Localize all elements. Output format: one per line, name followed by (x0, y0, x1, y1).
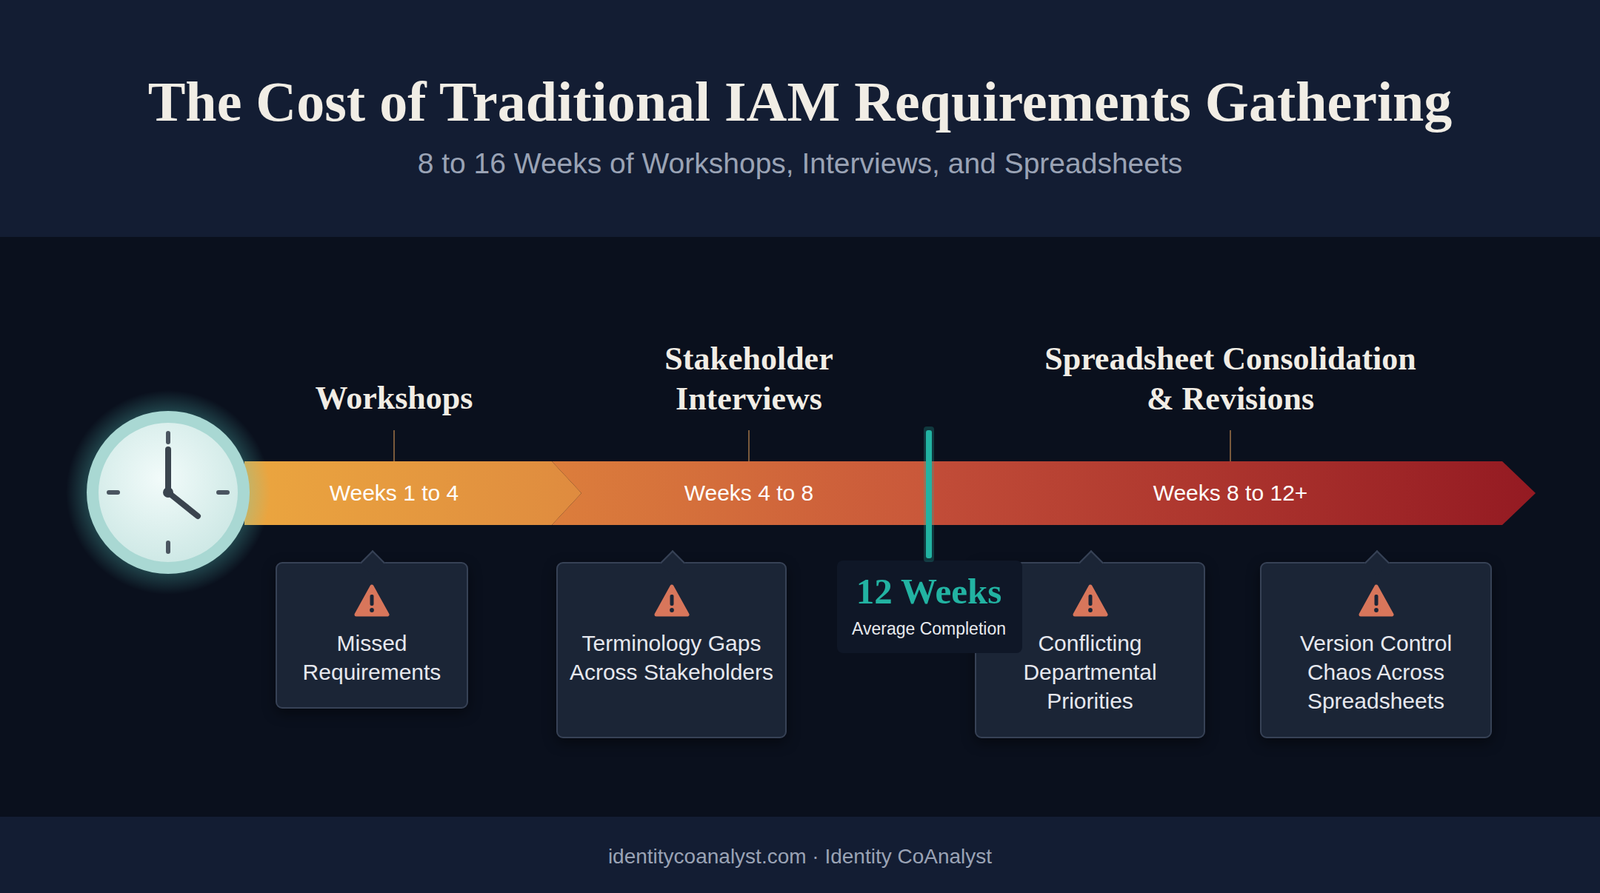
timeline-phase: Spreadsheet Consolidation & RevisionsWee… (928, 333, 1536, 526)
issue-text: Missed Requirements (285, 628, 458, 687)
warning-triangle (656, 586, 688, 615)
callout-pointer (360, 550, 386, 576)
warning-dot (369, 608, 375, 613)
warning-icon (353, 582, 391, 620)
warning-dot (669, 608, 675, 613)
warning-dot (1374, 608, 1379, 613)
clock-ticks (108, 433, 228, 552)
issue-callout: Terminology Gaps Across Stakeholders (556, 562, 787, 739)
heading-tick (748, 430, 750, 462)
phase-weeks: Weeks 8 to 12+ (1045, 461, 1416, 526)
phase-heading: Workshops (282, 378, 506, 419)
warning-icon (1357, 582, 1395, 620)
issue-callout: Version Control Chaos Across Spreadsheet… (1260, 562, 1492, 739)
phase-heading: Spreadsheet Consolidation & Revisions (1034, 339, 1427, 420)
footer-caption: identitycoanalyst.com · Identity CoAnaly… (0, 844, 1600, 870)
warning-icon (653, 582, 691, 620)
clock-pin (162, 487, 174, 498)
diagram-title: The Cost of Traditional IAM Requirements… (0, 68, 1600, 135)
marker-value: 12 Weeks (780, 570, 1078, 614)
warning-triangle (356, 586, 388, 615)
phase-arrow (928, 461, 1536, 526)
heading-tick (393, 430, 395, 462)
warning-bar (1088, 594, 1092, 606)
warning-triangle (1074, 586, 1106, 615)
warning-dot (1088, 608, 1093, 613)
heading-tick (1229, 430, 1232, 462)
issue-text: Version Control Chaos Across Spreadsheet… (1270, 628, 1482, 716)
issue-callout: Missed Requirements (275, 562, 469, 709)
marker-glow (923, 426, 935, 563)
issue-text: Terminology Gaps Across Stakeholders (566, 628, 777, 687)
marker-bar (925, 430, 932, 559)
warning-triangle (1360, 586, 1392, 615)
timeline-phase: WorkshopsWeeks 1 to 4 (244, 333, 582, 526)
clock-rim (86, 411, 250, 575)
callout-pointer (1078, 550, 1104, 576)
warning-icon (1071, 582, 1109, 620)
clock-glow (65, 390, 271, 595)
timeline-phase: Stakeholder InterviewsWeeks 4 to 8 (551, 333, 929, 526)
clock-illustration (64, 388, 272, 597)
average-marker (915, 422, 943, 567)
phase-weeks: Weeks 4 to 8 (563, 461, 935, 526)
subtitle: 8 to 16 Weeks of Workshops, Interviews, … (0, 146, 1600, 181)
warning-bar (669, 594, 674, 606)
phase-heading: Stakeholder Interviews (630, 339, 868, 420)
warning-bar (1374, 594, 1378, 606)
callout-pointer (660, 550, 686, 576)
warning-bar (370, 594, 375, 606)
clock-hands (168, 449, 198, 517)
marker-subtext: Average Completion (780, 617, 1078, 640)
callout-pointer (1364, 550, 1390, 576)
clock-face (98, 422, 238, 563)
